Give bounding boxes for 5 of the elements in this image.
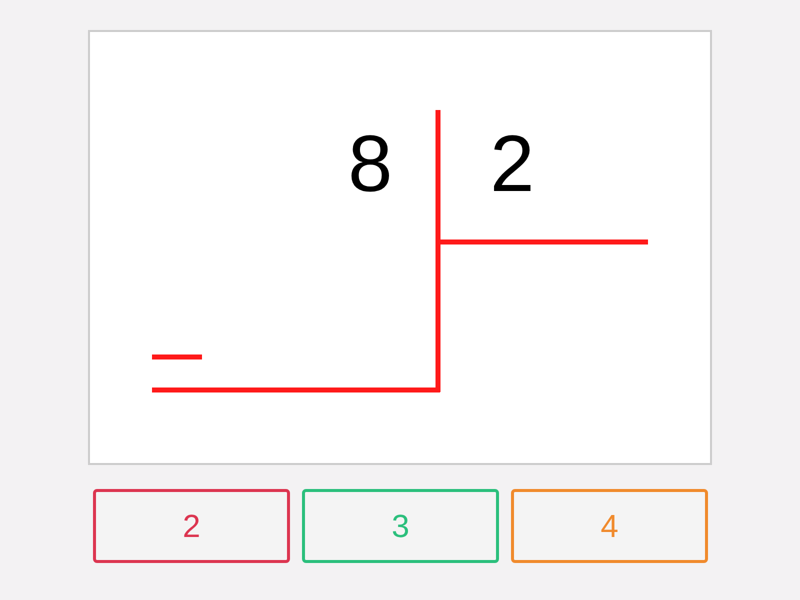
digit: 8 xyxy=(348,124,392,204)
answer-option-button: 4 xyxy=(511,489,708,563)
answer-option-button: 3 xyxy=(302,489,499,563)
digit: 2 xyxy=(490,124,534,204)
answer-option-button: 2 xyxy=(93,489,290,563)
